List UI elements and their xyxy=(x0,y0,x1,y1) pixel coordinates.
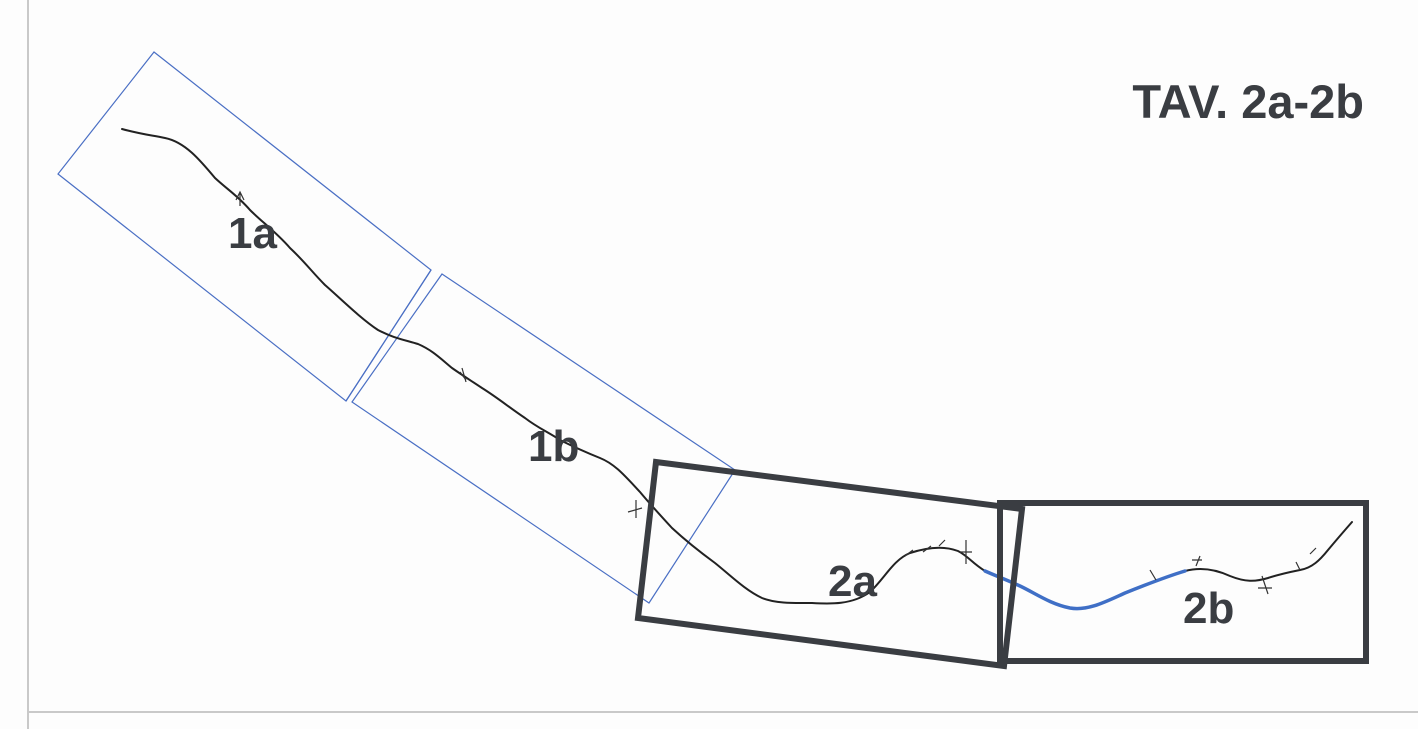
section-1b-frame xyxy=(351,273,736,604)
river-course xyxy=(121,128,1353,610)
section-label-2a: 2a xyxy=(828,557,877,606)
river-ticks xyxy=(235,190,1317,595)
section-2b-frame xyxy=(997,500,1369,664)
section-label-1b: 1b xyxy=(528,422,579,471)
section-label-2b: 2b xyxy=(1183,584,1234,633)
plate-title: TAV. 2a-2b xyxy=(1132,75,1364,128)
section-label-1a: 1a xyxy=(228,209,277,258)
river-highlight-segment xyxy=(983,569,1187,611)
section-2a-frame xyxy=(634,458,1026,670)
